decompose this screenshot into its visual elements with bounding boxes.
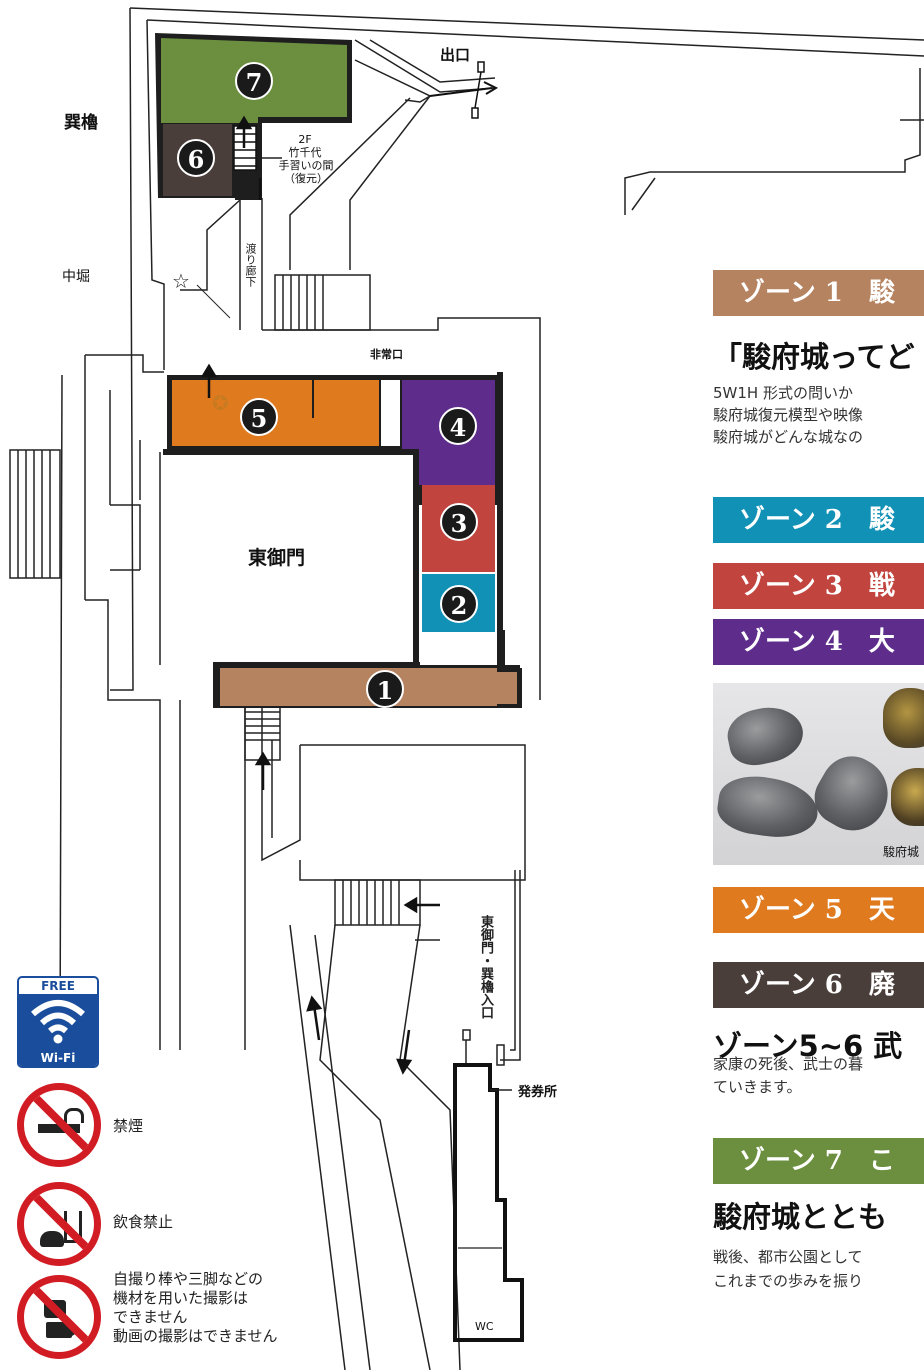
diag-corridor xyxy=(289,97,411,270)
no-smoking-label: 禁煙 xyxy=(113,1117,144,1135)
free-wifi-badge: FREE Wi-Fi xyxy=(17,976,99,1068)
artifact-photo xyxy=(713,683,924,865)
ticket-office-building xyxy=(453,1063,524,1342)
label-higashi-gomon: 東御門 xyxy=(248,547,306,569)
no-filming-line-4: 動画の撮影はできません xyxy=(113,1327,278,1345)
zone2-banner: ゾーン 2 駿 xyxy=(713,497,924,543)
zone4-banner: ゾーン 4 大 xyxy=(713,619,924,665)
no-food-icon xyxy=(17,1182,101,1266)
stairs-north xyxy=(274,274,371,331)
no-filming-line-1: 自撮り棒や三脚などの xyxy=(113,1270,264,1288)
zone1-text-3: 駿府城がどんな城なの xyxy=(713,428,864,446)
label-wc: WC xyxy=(475,1320,494,1333)
photo-caption: 駿府城 xyxy=(883,845,920,859)
zone-marker-2[interactable]: 2 xyxy=(440,585,478,623)
wifi-icon xyxy=(31,1000,85,1044)
zone7-banner: ゾーン 7 こ xyxy=(713,1138,924,1184)
zone7-text-1: 戦後、都市公園として xyxy=(713,1248,863,1266)
label-ticket-office: 発券所 xyxy=(518,1085,558,1100)
zone5-banner: ゾーン 5 天 xyxy=(713,887,924,933)
zone1-text-2: 駿府城復元模型や映像 xyxy=(713,406,864,424)
zone1-heading: 「駿府城ってど xyxy=(713,340,915,374)
zone1-text-1: 5W1H 形式の問いか xyxy=(713,384,853,402)
label-takechiyo-1: 竹千代 xyxy=(288,146,322,159)
no-filming-line-2: 機材を用いた撮影は xyxy=(113,1289,249,1307)
label-takechiyo-2: 手習いの間 xyxy=(278,159,334,172)
zone-marker-1[interactable]: 1 xyxy=(366,670,404,708)
roof-tile-fragment xyxy=(804,745,902,843)
star-icon: ☆ xyxy=(172,269,190,293)
west-line-1 xyxy=(59,374,63,1051)
zone-marker-3[interactable]: 3 xyxy=(440,503,478,541)
west-wall-line xyxy=(110,7,134,691)
roof-tile-fragment xyxy=(714,771,822,843)
wifi-label: Wi-Fi xyxy=(40,1051,76,1065)
no-smoking-icon xyxy=(17,1083,101,1167)
zone-marker-7[interactable]: 7 xyxy=(235,62,273,100)
east-outer-wall xyxy=(262,317,541,700)
west-wall-line-inner xyxy=(146,19,165,370)
label-entrance: 東御門・巽櫓入口 xyxy=(478,915,493,1019)
zone6-banner: ゾーン 6 廃 xyxy=(713,962,924,1008)
zone-marker-4[interactable]: 4 xyxy=(439,407,477,445)
zone7-text-2: これまでの歩みを振り xyxy=(713,1272,864,1290)
stairs-west xyxy=(9,449,61,579)
zone-marker-5[interactable]: 5 xyxy=(240,398,278,436)
zone3-banner: ゾーン 3 戦 xyxy=(713,563,924,609)
star-icon: ✪ xyxy=(212,391,229,415)
stairs-lower xyxy=(334,879,421,926)
zone56-text-2: ていきます。 xyxy=(713,1078,802,1096)
zone56-text-1: 家康の死後、武士の暮 xyxy=(713,1055,864,1073)
wifi-free-label: FREE xyxy=(41,979,75,993)
label-tatsumi-yagura: 巽櫓 xyxy=(64,113,98,133)
zone-marker-6[interactable]: 6 xyxy=(177,139,215,177)
label-2f: 2F xyxy=(298,133,312,146)
label-takechiyo-3: （復元） xyxy=(284,172,328,185)
label-watari-roka: 渡り廊下 xyxy=(244,243,257,287)
zone7-heading: 駿府城ととも xyxy=(713,1200,888,1234)
roof-tile-fragment xyxy=(891,768,924,826)
no-filming-icon xyxy=(17,1275,101,1359)
label-emergency-exit: 非常口 xyxy=(370,348,403,361)
label-exit: 出口 xyxy=(440,46,471,64)
zone1-banner: ゾーン 1 駿 xyxy=(713,270,924,316)
north-wall-line-inner xyxy=(146,19,924,57)
north-wall-line xyxy=(129,7,924,41)
flow-arrows xyxy=(200,115,440,1075)
zone56-heading: ゾーン5~6 武 xyxy=(713,1029,903,1063)
roof-tile-fragment xyxy=(883,688,924,748)
roof-tile-fragment xyxy=(723,700,808,771)
label-nakabori: 中堀 xyxy=(62,269,90,285)
no-food-label: 飲食禁止 xyxy=(113,1213,174,1231)
no-filming-line-3: できません xyxy=(113,1308,188,1326)
